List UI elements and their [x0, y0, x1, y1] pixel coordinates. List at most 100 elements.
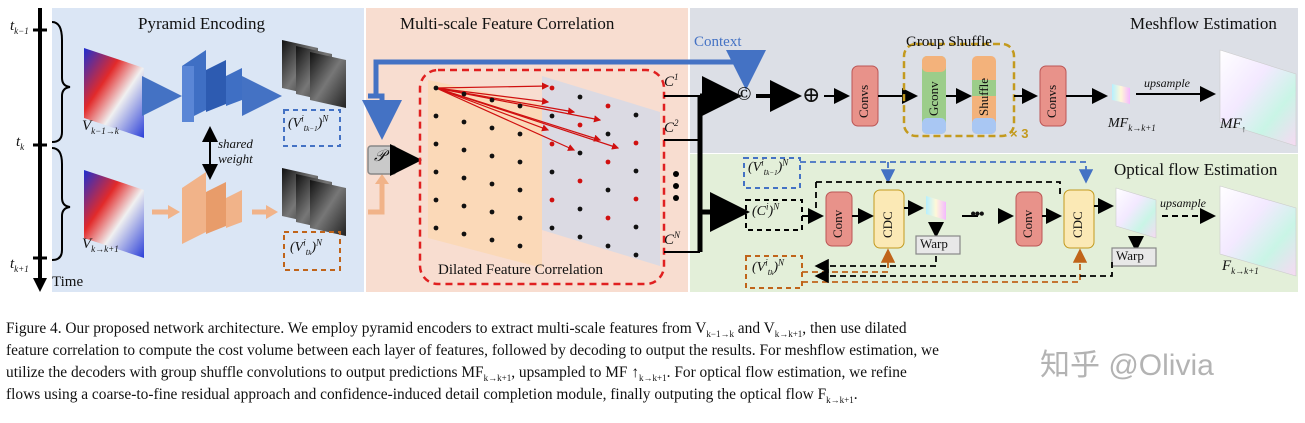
conv-block-2: Conv — [1020, 209, 1035, 238]
correlation-dot — [549, 141, 555, 147]
correlation-dot — [577, 122, 583, 128]
convs-block-1: Convs — [856, 84, 871, 118]
time-label-tk: tk — [16, 134, 25, 152]
correlation-dot — [433, 225, 439, 231]
cN-label: CN — [664, 230, 681, 249]
optical-panel — [690, 154, 1298, 292]
architecture-figure: tk−1 tk tk+1 Time Pyramid Encoding Multi… — [10, 8, 1298, 292]
correlation-dot — [461, 147, 467, 153]
multiscale-panel-title: Multi-scale Feature Correlation — [400, 14, 615, 33]
feature-bottom-label: (Vitk)N — [290, 237, 323, 257]
optical-panel-title: Optical flow Estimation — [1114, 160, 1278, 179]
correlation-dot — [633, 112, 639, 118]
correlation-dot — [433, 141, 439, 147]
correlation-dot — [517, 243, 523, 249]
correlation-dot — [489, 237, 495, 243]
correlation-dot — [605, 187, 611, 193]
warp-block-2: Warp — [1116, 248, 1144, 263]
correlation-dot — [633, 196, 639, 202]
concat-symbol: © — [737, 84, 752, 105]
context-label: Context — [694, 34, 742, 50]
correlation-dot — [549, 113, 555, 119]
orange-encoder — [182, 172, 242, 244]
correlation-dot — [489, 209, 495, 215]
correlation-dot — [605, 243, 611, 249]
blue-encoder — [182, 50, 242, 122]
input-v-top: Vk−1→k — [82, 118, 119, 136]
correlation-dot — [433, 197, 439, 203]
correlation-dot — [517, 215, 523, 221]
time-label-tkm1: tk−1 — [10, 18, 29, 36]
figure-graphics — [33, 8, 1298, 292]
meshflow-upsample-label: upsample — [1144, 76, 1190, 90]
correlation-dot — [605, 159, 611, 165]
cdc-block-1: CDC — [880, 211, 895, 238]
conv-block-1: Conv — [830, 209, 845, 238]
caption-line-1: Figure 4. Our proposed network architect… — [6, 320, 907, 340]
correlation-dot — [461, 231, 467, 237]
correlation-dot — [577, 234, 583, 240]
optical-feature-top-label: (Vitk−1)N — [748, 157, 789, 177]
correlation-dot — [433, 85, 439, 91]
correlation-dot — [633, 252, 639, 258]
caption-line-4: flows using a coarse-to-fine residual ap… — [6, 386, 858, 406]
correlation-dot — [633, 140, 639, 146]
caption-line-2: feature correlation to compute the cost … — [6, 342, 939, 359]
correlation-dot — [433, 169, 439, 175]
c2-label: C2 — [664, 118, 679, 137]
correlation-dot — [489, 125, 495, 131]
correlation-dot — [577, 150, 583, 156]
optical-feature-bottom-label: (Vitk)N — [752, 257, 785, 277]
pyramid-panel-title: Pyramid Encoding — [138, 14, 266, 33]
figure-caption: Figure 4. Our proposed network architect… — [6, 318, 1302, 406]
correlation-dot — [549, 225, 555, 231]
correlation-dot — [461, 203, 467, 209]
time-label-tkp1: tk+1 — [10, 256, 29, 274]
c1-label: C1 — [664, 72, 679, 91]
caption-line-3: utilize the decoders with group shuffle … — [6, 364, 907, 384]
correlation-dot — [517, 187, 523, 193]
correlation-dot — [605, 215, 611, 221]
optical-correlation-label: (Ci)N — [752, 201, 780, 219]
repeat-x3-label: × 3 — [1010, 126, 1029, 141]
mf-up-label: MF↑ — [1220, 116, 1247, 134]
optical-upsample-label: upsample — [1160, 196, 1206, 210]
input-v-bottom: Vk→k+1 — [82, 236, 119, 254]
shuffle-block: Shuffle — [976, 77, 991, 116]
flow-output-label: Fk→k+1 — [1222, 258, 1259, 276]
correlation-dot — [489, 181, 495, 187]
mf-small-label: MFk→k+1 — [1108, 116, 1156, 133]
correlation-dot — [577, 206, 583, 212]
correlation-dot — [605, 103, 611, 109]
cdc-block-2: CDC — [1070, 211, 1085, 238]
correlation-dot — [433, 113, 439, 119]
meshflow-panel-title: Meshflow Estimation — [1130, 14, 1277, 33]
correlation-dot — [549, 85, 555, 91]
correlation-dot — [461, 91, 467, 97]
feature-top-label: (Vitk−1)N — [288, 113, 329, 133]
correlation-dot — [577, 94, 583, 100]
correlation-dot — [633, 224, 639, 230]
ellipsis-dots: ••• — [970, 204, 985, 224]
correlation-dot — [605, 131, 611, 137]
correlation-dot — [633, 168, 639, 174]
group-shuffle-label: Group Shuffle — [906, 34, 992, 50]
correlation-dot — [517, 131, 523, 137]
time-axis-label: Time — [52, 274, 84, 290]
correlation-dot — [549, 169, 555, 175]
watermark: 知乎 @Olivia — [1040, 349, 1214, 382]
correlation-dot — [489, 97, 495, 103]
correlation-dot — [549, 197, 555, 203]
correlation-dot — [461, 119, 467, 125]
dilated-correlation-label: Dilated Feature Correlation — [438, 262, 603, 278]
correlation-dot — [517, 103, 523, 109]
correlation-dot — [577, 178, 583, 184]
convs-block-2: Convs — [1044, 84, 1059, 118]
correlation-dot — [517, 159, 523, 165]
correlation-dot — [489, 153, 495, 159]
p-operator: 𝒫 — [374, 148, 386, 165]
gconv-block: Gconv — [926, 81, 941, 116]
add-symbol: ⊕ — [802, 82, 821, 107]
correlation-dot — [461, 175, 467, 181]
